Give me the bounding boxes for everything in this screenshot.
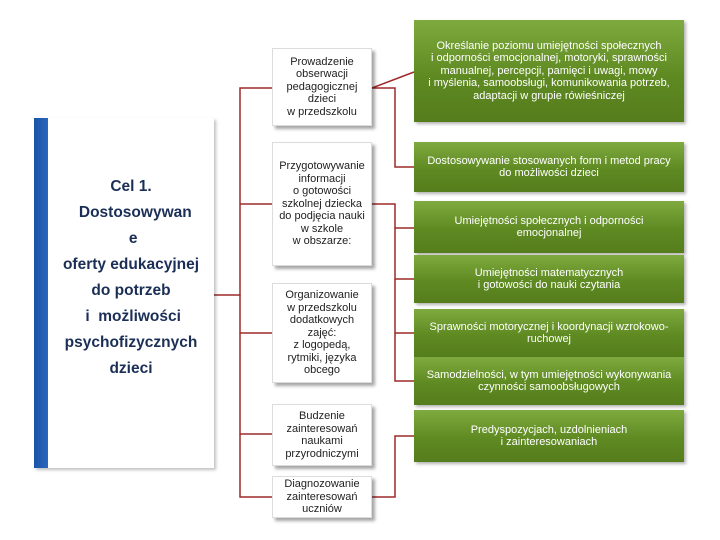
detail-box-self-reliance: Samodzielności, w tym umiejętności wykon… <box>414 357 684 405</box>
detail-text: Dostosowywanie stosowanych form i metod … <box>427 154 671 180</box>
connector-readiness-to-selfreliance <box>394 333 414 382</box>
connector-goal-to-observation <box>214 87 272 296</box>
detail-box-skill-levels: Określanie poziomu umiejętności społeczn… <box>414 20 684 122</box>
task-text: Budzenie zainteresowań naukami przyrodni… <box>285 410 359 460</box>
connector-goal-to-science <box>239 333 272 435</box>
connector-readiness-trunk <box>372 203 414 229</box>
connector-goal-to-classes <box>239 295 272 334</box>
detail-box-social-skills: Umiejętności społecznych i odporności em… <box>414 201 684 253</box>
connector-diagnosis-to-predispositions <box>372 435 414 498</box>
task-box-science-interest: Budzenie zainteresowań naukami przyrodni… <box>272 404 372 466</box>
task-box-extra-classes: Organizowanie w przedszkolu dodatkowych … <box>272 283 372 383</box>
detail-text: Umiejętności matematycznych i gotowości … <box>474 266 624 292</box>
detail-text: Samodzielności, w tym umiejętności wykon… <box>426 368 672 394</box>
detail-text: Umiejętności społecznych i odporności em… <box>454 214 644 240</box>
connector-observation-to-methods <box>372 87 414 168</box>
detail-text: Określanie poziomu umiejętności społeczn… <box>428 39 670 102</box>
detail-box-adapt-methods: Dostosowywanie stosowanych form i metod … <box>414 142 684 192</box>
connector-goal-to-diagnosis <box>239 434 272 498</box>
detail-text: Sprawności motorycznej i koordynacji wzr… <box>429 320 669 346</box>
task-text: Prowadzenie obserwacji pedagogicznej dzi… <box>286 55 358 118</box>
connector-readiness-to-math <box>394 228 414 280</box>
detail-text: Predyspozycjach, uzdolnieniach i zainter… <box>470 423 628 449</box>
connector-observation-to-levels <box>371 71 415 89</box>
task-text: Organizowanie w przedszkolu dodatkowych … <box>285 289 359 377</box>
detail-box-math-reading: Umiejętności matematycznych i gotowości … <box>414 255 684 303</box>
detail-box-motor-skills: Sprawności motorycznej i koordynacji wzr… <box>414 309 684 357</box>
task-text: Przygotowywanie informacji o gotowości s… <box>279 160 365 248</box>
task-box-readiness-info: Przygotowywanie informacji o gotowości s… <box>272 142 372 266</box>
task-box-observation: Prowadzenie obserwacji pedagogicznej dzi… <box>272 48 372 126</box>
connector-readiness-to-motor <box>394 279 414 334</box>
goal-text: Cel 1. Dostosowywan e oferty edukacyjnej… <box>62 178 200 377</box>
goal-panel: Cel 1. Dostosowywan e oferty edukacyjnej… <box>34 118 214 468</box>
task-box-interest-diagnosis: Diagnozowanie zainteresowań uczniów <box>272 476 372 518</box>
detail-box-predispositions: Predyspozycjach, uzdolnieniach i zainter… <box>414 410 684 462</box>
task-text: Diagnozowanie zainteresowań uczniów <box>284 478 360 516</box>
